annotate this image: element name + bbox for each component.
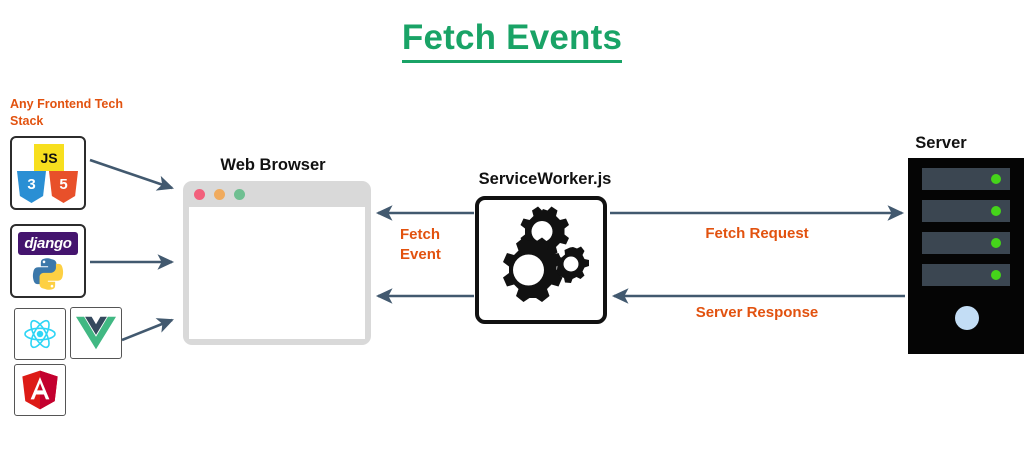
power-indicator-icon[interactable] [955, 306, 979, 330]
react-icon [24, 319, 56, 349]
browser-titlebar [183, 181, 371, 207]
service-worker-box [475, 196, 607, 324]
server-led-icon [991, 206, 1001, 216]
css3-icon: 3 [17, 171, 46, 203]
angular-icon [22, 370, 58, 410]
gears-icon [503, 206, 589, 302]
close-dot-icon[interactable] [194, 188, 205, 200]
server-led-icon [991, 174, 1001, 184]
page-title-text: Fetch Events [401, 18, 623, 63]
html5-icon: 5 [49, 171, 78, 203]
server-tower [908, 158, 1024, 354]
server-slot-2 [922, 200, 1010, 222]
tech-stack-django-python: django [10, 224, 86, 298]
minimize-dot-icon[interactable] [214, 188, 225, 200]
server-slot-3 [922, 232, 1010, 254]
tech-stack-vue [70, 307, 122, 359]
flow-label-server-response: Server Response [695, 304, 819, 321]
maximize-dot-icon[interactable] [234, 188, 245, 200]
frontend-stack-label: Any Frontend Tech Stack [10, 97, 123, 129]
flow-label-fetch-request: Fetch Request [705, 225, 809, 242]
server-slot-4 [922, 264, 1010, 286]
tech-stack-angular [14, 364, 66, 416]
browser-viewport [189, 207, 365, 339]
page-title: Fetch Events [0, 18, 1024, 63]
tech-stack-react [14, 308, 66, 360]
server-led-icon [991, 238, 1001, 248]
web-logos-group: JS 3 5 [17, 143, 79, 203]
web-browser-label: Web Browser [220, 156, 326, 174]
django-icon: django [18, 232, 78, 255]
server-label: Server [915, 134, 967, 152]
server-slot-1 [922, 168, 1010, 190]
service-worker-label: ServiceWorker.js [478, 170, 612, 188]
tech-stack-web-basics: JS 3 5 [10, 136, 86, 210]
javascript-icon: JS [34, 144, 64, 171]
python-icon [32, 258, 64, 290]
flow-label-fetch-event: Fetch Event [400, 226, 441, 264]
server-led-icon [991, 270, 1001, 280]
web-browser-window [183, 181, 371, 345]
vue-icon [76, 316, 116, 350]
arrow-spa-to-browser [121, 318, 174, 342]
django-logos-group: django [16, 230, 80, 292]
arrow-web-to-browser [89, 158, 174, 191]
